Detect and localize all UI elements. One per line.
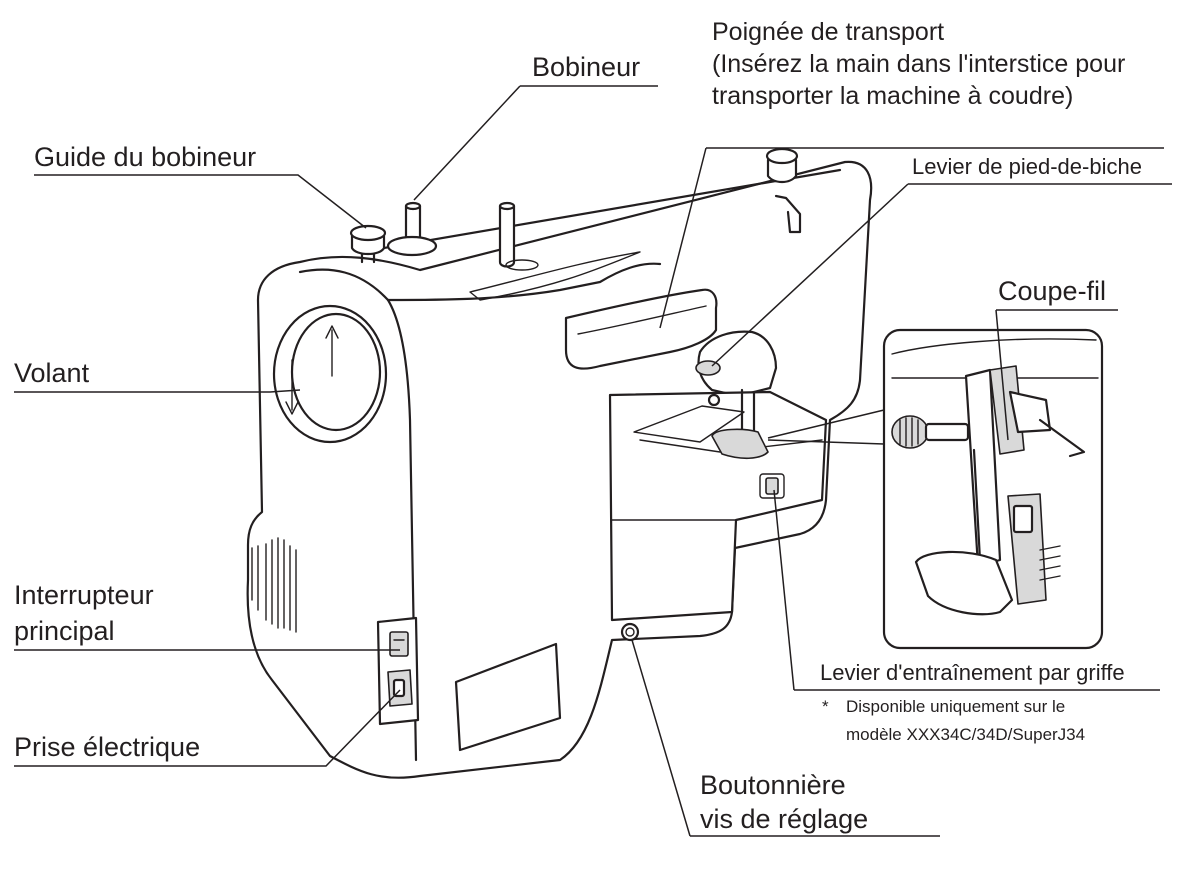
label-poignee-line3: transporter la machine à coudre): [712, 82, 1073, 110]
note-star: *: [822, 697, 829, 716]
buttonhole-screw: [620, 622, 640, 642]
needle-plate-panel: [608, 390, 828, 622]
feed-dog-lever-slot: [759, 473, 785, 499]
inset-lever: [1038, 418, 1086, 458]
spool-pin-top: [498, 201, 516, 211]
needle-head: [697, 330, 778, 398]
presser-lever-knob: [695, 360, 721, 376]
label-boutonniere-line2: vis de réglage: [700, 804, 868, 834]
carry-handle-inner: [577, 305, 707, 335]
leader-lines: [14, 85, 1172, 837]
label-guide-bobineur: Guide du bobineur: [34, 142, 256, 172]
bobbin-winder-top: [404, 201, 422, 211]
presser-foot: [711, 428, 769, 460]
inset-presser-foot: [914, 550, 1014, 616]
label-levier-pied: Levier de pied-de-biche: [912, 154, 1142, 179]
label-poignee-line2: (Insérez la main dans l'interstice pour: [712, 50, 1125, 78]
label-interrupteur-line1: Interrupteur: [14, 580, 154, 610]
machine-top-edge: [370, 168, 842, 252]
body-upper-edge: [298, 268, 390, 302]
feed-dog-lever: [765, 477, 779, 495]
bobbin-winder-guide-stem: [360, 252, 376, 264]
needle-screw: [707, 393, 721, 407]
label-levier-griffe: Levier d'entraînement par griffe: [820, 660, 1125, 685]
rating-plate: [454, 642, 562, 752]
body-corner-edge: [386, 298, 418, 762]
thread-guide-hook: [774, 194, 802, 234]
arm-top-line: [386, 262, 662, 302]
spool-pin: [498, 204, 516, 268]
thread-tension-dial: [765, 147, 799, 165]
label-boutonniere-line1: Boutonnière: [700, 770, 846, 800]
power-socket-pins: [392, 678, 406, 698]
machine-illustration: [246, 147, 873, 779]
bobbin-winder-guide-top: [349, 224, 387, 242]
label-prise: Prise électrique: [14, 732, 200, 762]
inset-foot-button: [1012, 504, 1034, 534]
thread-cutter-inset: [882, 328, 1104, 650]
note-line1: Disponible uniquement sur le: [846, 697, 1065, 716]
label-poignee-line1: Poignée de transport: [712, 18, 944, 46]
spool-pin-base: [505, 259, 539, 271]
side-vents: [251, 537, 297, 633]
label-volant: Volant: [14, 358, 90, 388]
top-groove: [469, 251, 641, 301]
note-line2: modèle XXX34C/34D/SuperJ34: [846, 725, 1085, 744]
buttonhole-screw-inner: [625, 627, 635, 637]
inset-clamp: [1008, 390, 1052, 434]
power-switch-icon: [389, 631, 409, 657]
inset-foot-ridges: [1039, 545, 1061, 581]
label-interrupteur-line2: principal: [14, 616, 115, 646]
inset-thread-cutter: [989, 365, 1025, 455]
label-bobineur: Bobineur: [532, 52, 640, 82]
label-coupe-fil: Coupe-fil: [998, 276, 1106, 306]
bobbin-winder-base: [386, 235, 438, 257]
carry-handle: [564, 288, 718, 370]
throat-plate: [633, 405, 745, 443]
thread-tension-post: [766, 158, 798, 184]
needle-bar: [740, 388, 756, 438]
handwheel: [272, 304, 388, 444]
inset-thumb-screw: [891, 415, 970, 449]
bobbin-winder-guide: [350, 234, 386, 256]
inset-callout-lines: [767, 409, 885, 445]
inset-needle: [972, 448, 982, 562]
inset-needle-bar: [964, 368, 1002, 568]
handwheel-arrows-icon: [285, 325, 339, 415]
